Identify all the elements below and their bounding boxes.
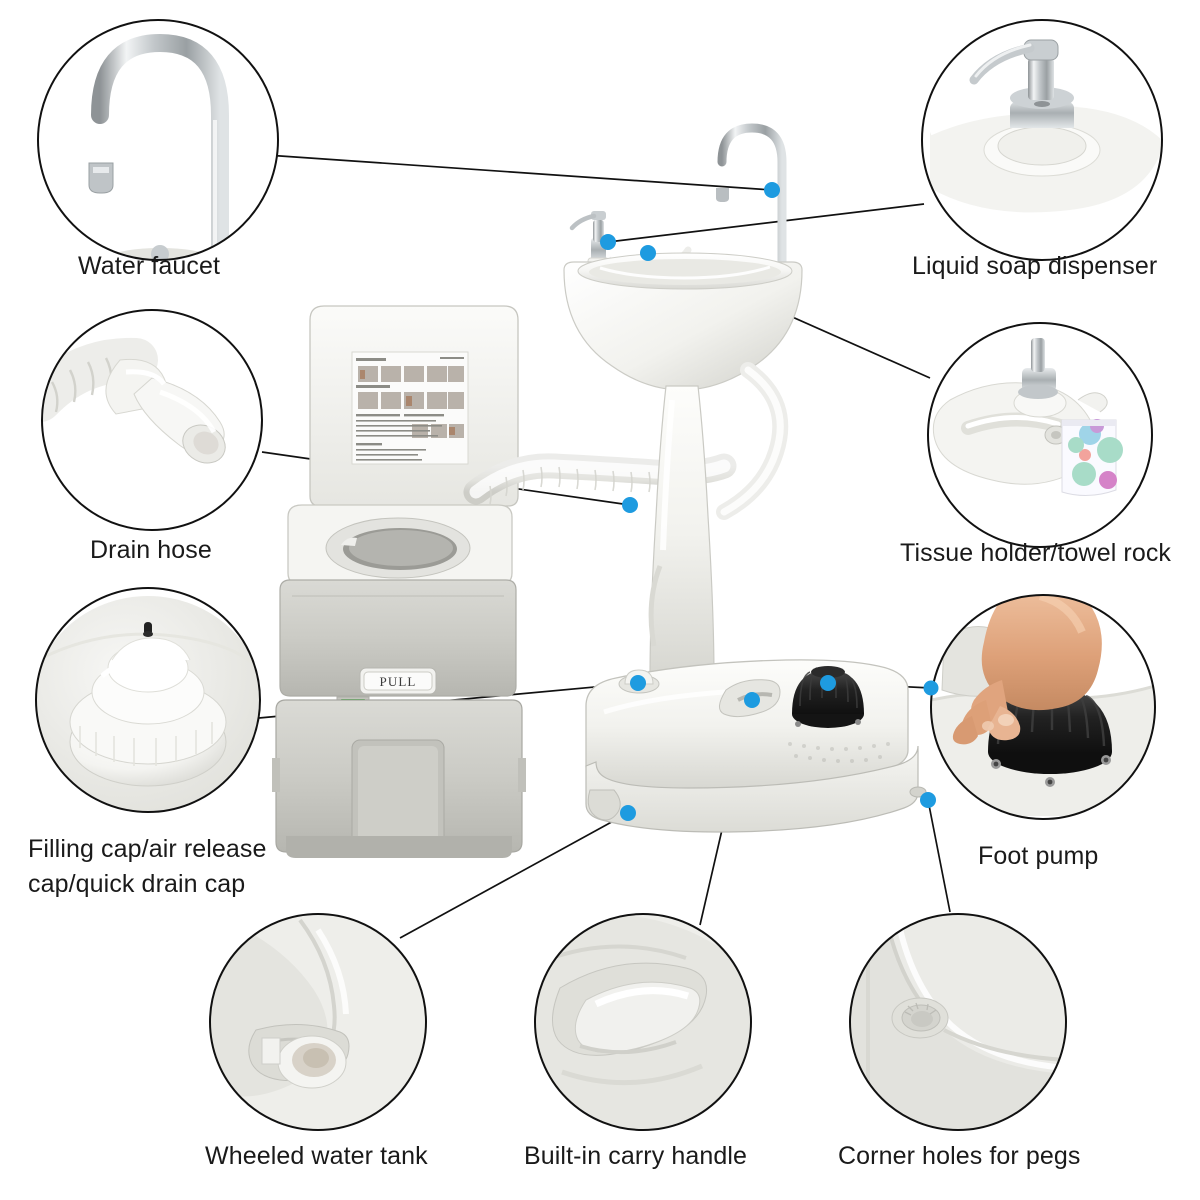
tank-texture bbox=[788, 742, 890, 763]
callout-corner-holes-for-pegs bbox=[849, 913, 1067, 1131]
callout-tissue-holder-towel-rock bbox=[927, 322, 1153, 548]
marker-foot-pump bbox=[820, 675, 836, 691]
wash-basin-stand bbox=[563, 123, 803, 681]
label-drain-hose: Drain hose bbox=[90, 536, 212, 564]
label-built-in-carry-handle: Built-in carry handle bbox=[524, 1142, 748, 1170]
marker-filling-cap bbox=[630, 675, 646, 691]
marker-liquid-soap bbox=[600, 234, 616, 250]
callout-drain-hose bbox=[41, 309, 263, 531]
towel bbox=[1061, 419, 1123, 496]
callout-foot-pump bbox=[923, 594, 1156, 820]
instruction-sticker bbox=[351, 351, 469, 465]
svg-text:PULL: PULL bbox=[380, 674, 417, 689]
foot-pump-part bbox=[792, 666, 864, 728]
label-filling-cap-line1: Filling cap/air release bbox=[28, 835, 267, 863]
pull-plate: PULL bbox=[359, 667, 437, 695]
callout-liquid-soap-dispenser bbox=[921, 19, 1163, 261]
label-foot-pump: Foot pump bbox=[978, 842, 1099, 870]
marker-carry-handle bbox=[744, 692, 760, 708]
marker-water-faucet bbox=[764, 182, 780, 198]
marker-drain-hose bbox=[622, 497, 638, 513]
callout-carry-handle bbox=[534, 913, 752, 1131]
wheeled-water-tank-part bbox=[585, 659, 927, 833]
label-corner-holes-for-pegs: Corner holes for pegs bbox=[838, 1142, 1081, 1170]
label-wheeled-water-tank: Wheeled water tank bbox=[205, 1142, 428, 1170]
marker-corner-holes bbox=[920, 792, 936, 808]
marker-tissue-holder bbox=[640, 245, 656, 261]
label-tissue-holder-towel-rock: Tissue holder/towel rock bbox=[900, 539, 1172, 567]
callout-wheeled-water-tank bbox=[209, 913, 427, 1131]
callout-water-faucet bbox=[37, 19, 279, 261]
label-liquid-soap-dispenser: Liquid soap dispenser bbox=[912, 252, 1158, 280]
callout-filling-cap bbox=[35, 587, 261, 813]
label-filling-cap-line2: cap/quick drain cap bbox=[28, 870, 246, 898]
marker-wheeled-tank bbox=[620, 805, 636, 821]
label-water-faucet: Water faucet bbox=[78, 252, 220, 280]
callout-markers bbox=[600, 182, 936, 821]
portable-toilet: PULL bbox=[272, 305, 526, 858]
